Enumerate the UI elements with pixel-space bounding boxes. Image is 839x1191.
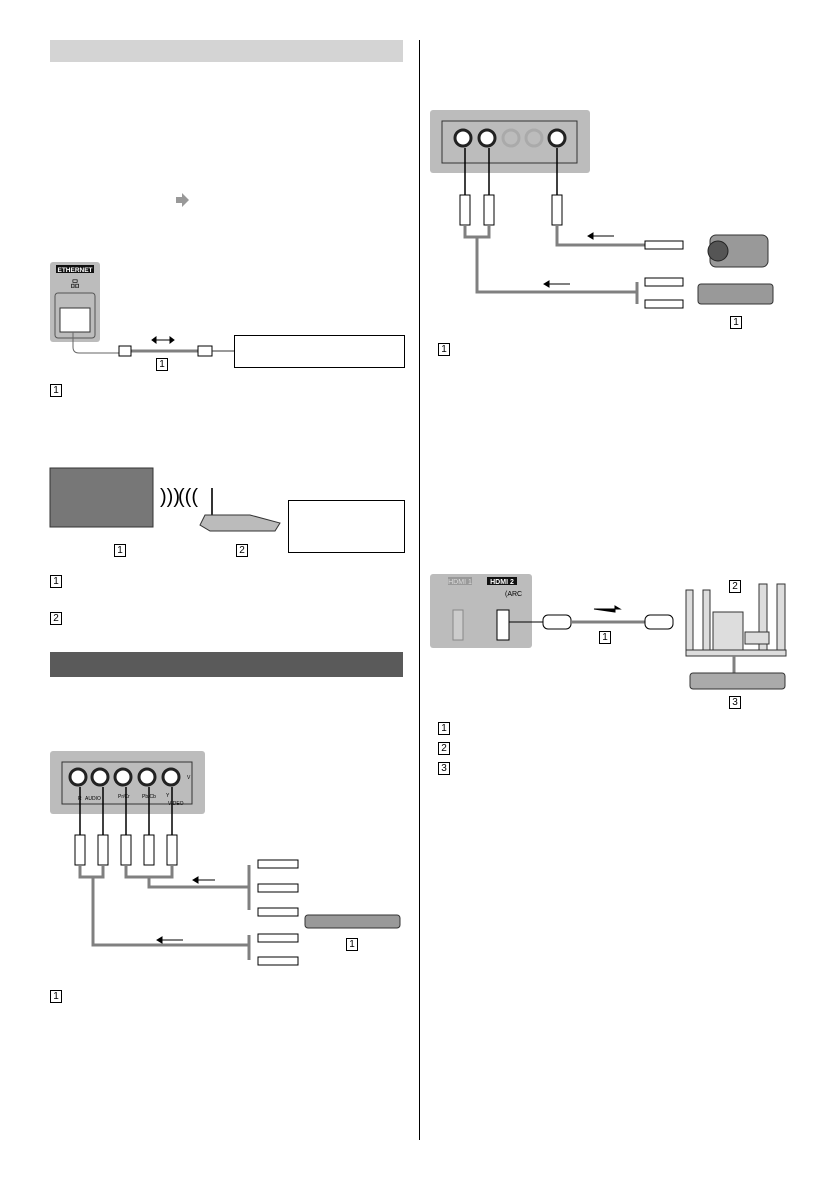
arc-label: (ARC [505,591,522,598]
network-icon: 品 [70,279,79,289]
wireless-diagram: ))) ((( [49,467,281,532]
legend-number: 1 [50,990,62,1003]
cable-number: 1 [156,358,168,371]
legend-number: 1 [438,343,450,356]
section-header-network [50,40,403,62]
y-label: Y [166,793,170,799]
arrow-right-icon [593,605,622,613]
legend-number: 3 [438,762,450,775]
internet-box [288,500,405,553]
tv-number: 1 [114,544,126,557]
bidirectional-arrow-icon [151,336,175,344]
router-box [234,335,405,368]
arrow-right-icon [176,193,189,207]
composite-diagram [430,110,774,309]
wireless-signal-icon: ))) [160,486,180,508]
speaker-system-icon [685,583,787,657]
video-label: VIDEO [168,801,184,807]
camcorder-icon [707,234,769,268]
speaker-number: 2 [729,580,741,593]
hdmi1-label: HDMI 1 [448,579,472,586]
wireless-signal-icon: ((( [178,486,198,508]
amp-number: 3 [729,696,741,709]
legend-number: 1 [50,384,62,397]
v-label: V [187,775,191,781]
hdmi-diagram: HDMI 1 HDMI 2 (ARC [430,574,787,690]
cable-number: 1 [599,631,611,644]
arrow-left-icon [156,936,183,944]
hdmi2-label: HDMI 2 [490,579,514,586]
pr-label: Pr/Cr [118,794,130,800]
arrow-left-icon [587,232,614,240]
ethernet-diagram: ETHERNET 品 [50,262,234,357]
ethernet-label: ETHERNET [57,267,92,274]
router-number: 2 [236,544,248,557]
legend-number: 2 [50,612,62,625]
dvd-player-icon [304,914,401,929]
arrow-left-icon [192,876,215,884]
legend-number: 1 [50,575,62,588]
device-number: 1 [346,938,358,951]
column-divider [419,40,420,1140]
amplifier-icon [689,672,786,690]
legend-number: 1 [438,722,450,735]
audio-label: AUDIO [85,796,101,802]
section-header-av-devices [50,652,403,677]
device-number: 1 [730,316,742,329]
component-diagram: R AUDIO Pr/Cr Pb/Cb Y VIDEO V [50,751,401,966]
arrow-left-icon [543,280,570,288]
router-icon [199,514,281,532]
set-top-box-icon [697,283,774,305]
legend-number: 2 [438,742,450,755]
